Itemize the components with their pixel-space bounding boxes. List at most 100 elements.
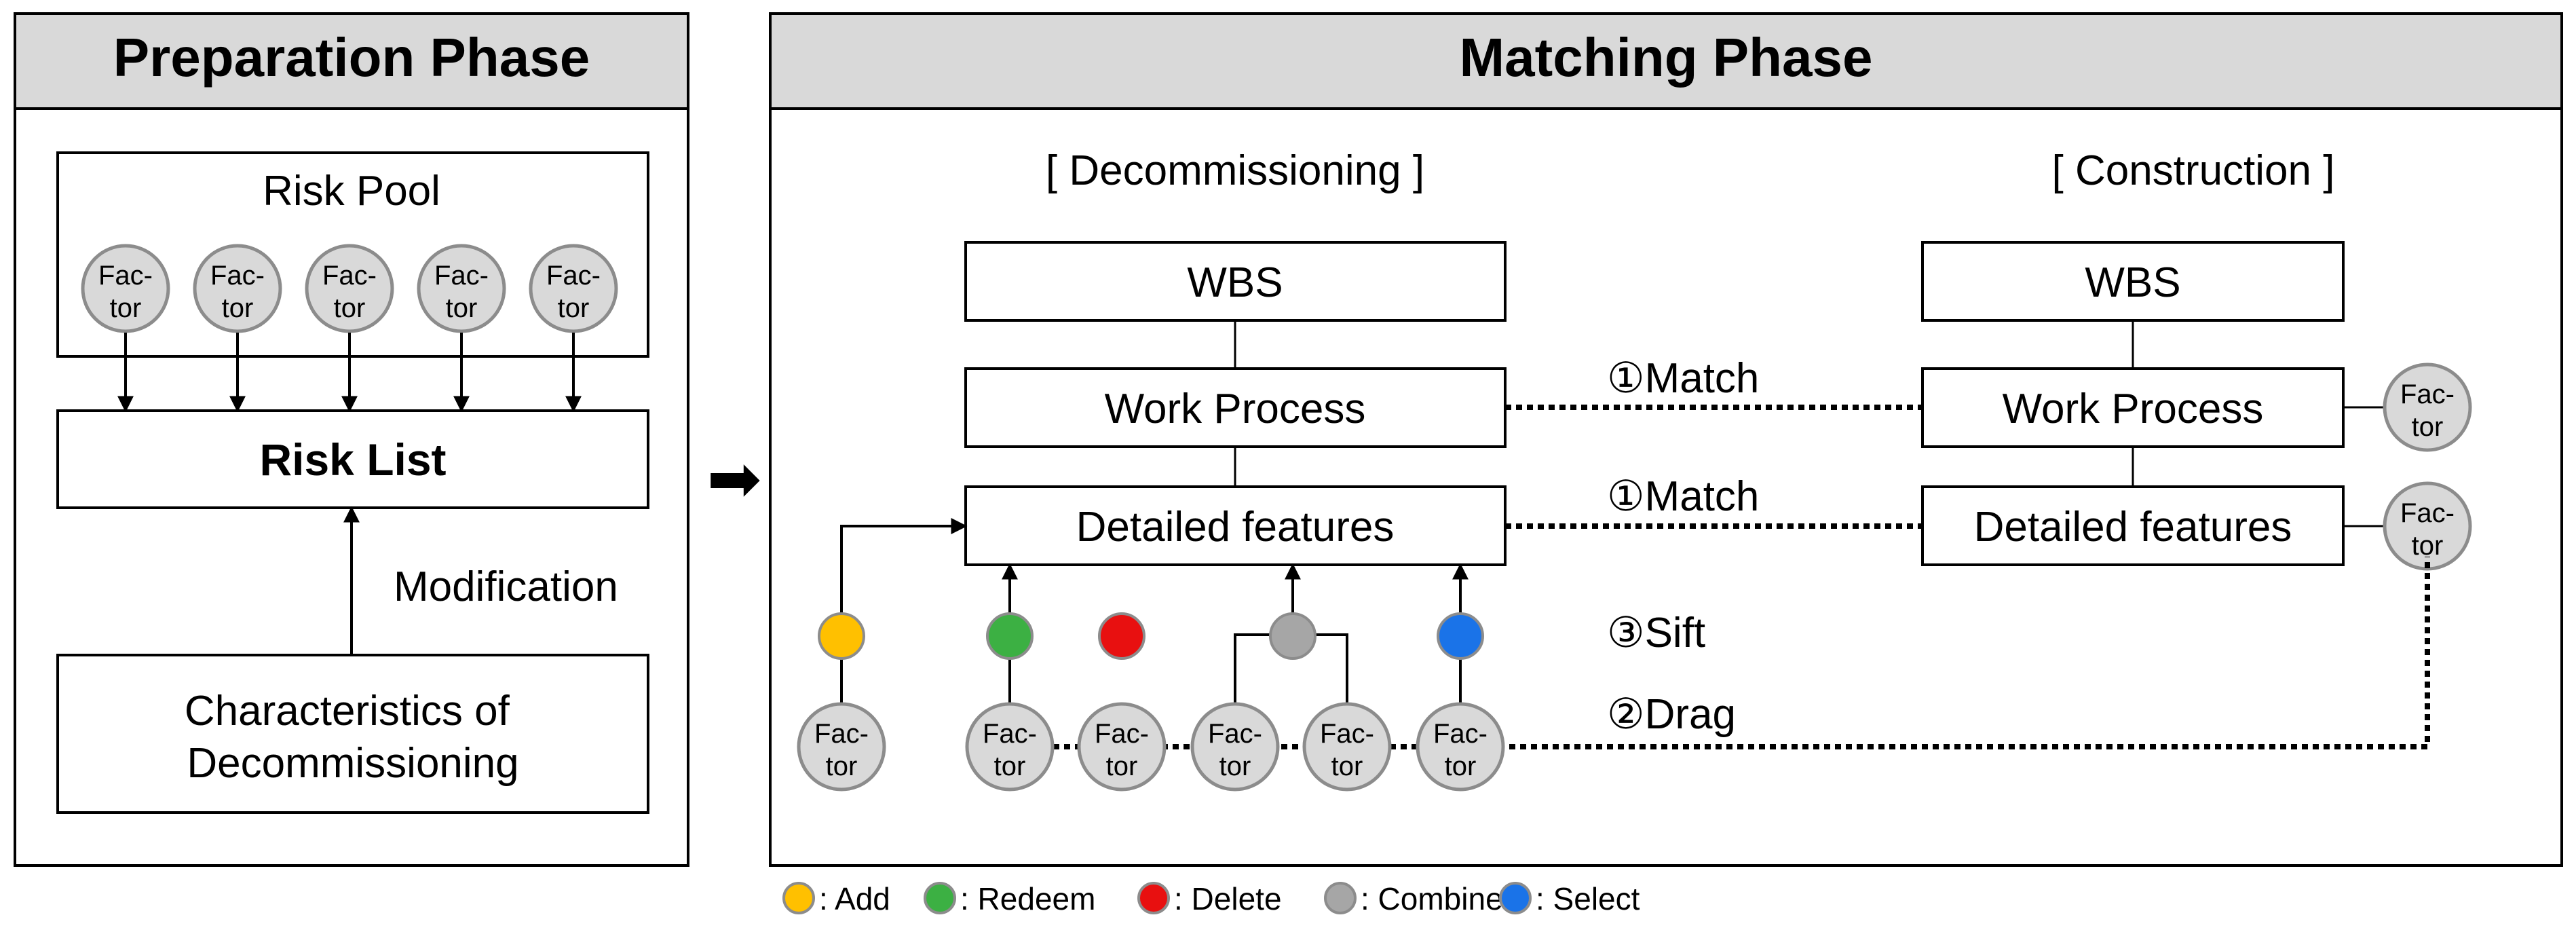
- factor-circle: [1190, 702, 1280, 792]
- factor-label-line: Fac-: [1208, 719, 1262, 749]
- factor-label-line: tor: [446, 293, 478, 323]
- factor-circle: [797, 702, 886, 792]
- risk-list-box: [56, 409, 649, 509]
- factor-label-line: Fac-: [983, 719, 1037, 749]
- factor-label-line: Fac-: [1433, 719, 1488, 749]
- decom-wbs-label: WBS: [1187, 259, 1283, 306]
- factor-node: Fac-tor: [305, 244, 394, 333]
- factor-label-line: tor: [1106, 751, 1138, 781]
- factor-circle: [2383, 362, 2472, 452]
- factor-label-line: Fac-: [210, 261, 265, 291]
- characteristics-line-2: Decommissioning: [187, 740, 518, 787]
- factor-circle: [1302, 702, 1392, 792]
- factor-node: Fac-tor: [1302, 702, 1392, 792]
- factor-circle: [417, 244, 506, 333]
- factor-label: Fac-tor: [1320, 719, 1374, 781]
- factor-label: Fac-tor: [983, 719, 1037, 781]
- drag-label: ②Drag: [1607, 691, 1736, 738]
- factor-label-line: tor: [2412, 412, 2444, 442]
- characteristics-label: Characteristics of Decommissioning: [185, 688, 521, 787]
- preparation-phase-title: Preparation Phase: [113, 27, 590, 88]
- decommissioning-heading: [ Decommissioning ]: [1046, 147, 1424, 194]
- legend-swatch: [1137, 882, 1170, 914]
- factor-node: Fac-tor: [2383, 362, 2472, 452]
- factor-circle: [1416, 702, 1505, 792]
- legend-swatch: [1324, 882, 1357, 914]
- factor-circle: [81, 244, 170, 333]
- factor-label: Fac-tor: [1433, 719, 1488, 781]
- cons-wbs-label: WBS: [2085, 259, 2180, 306]
- legend-label: : Add: [819, 881, 890, 916]
- factor-label-line: Fac-: [98, 261, 153, 291]
- redeem-dot: [986, 612, 1034, 660]
- factor-node: Fac-tor: [1077, 702, 1167, 792]
- factor-label-line: Fac-: [1095, 719, 1149, 749]
- legend-item: : Combine: [1324, 881, 1503, 916]
- factor-label-line: Fac-: [322, 261, 377, 291]
- factor-label: Fac-tor: [2400, 498, 2455, 561]
- matching-phase-panel: Matching Phase [ Decommissioning ] [ Con…: [769, 12, 2563, 867]
- factor-label-line: tor: [994, 751, 1026, 781]
- factor-label-line: tor: [826, 751, 858, 781]
- factor-node: Fac-tor: [2383, 481, 2472, 571]
- decom-work-process-label: Work Process: [1105, 386, 1366, 432]
- factor-node: Fac-tor: [1190, 702, 1280, 792]
- decom-detailed-features-label: Detailed features: [1076, 504, 1395, 551]
- factor-node: Fac-tor: [1416, 702, 1505, 792]
- factor-label-line: Fac-: [2400, 498, 2455, 528]
- factor-label: Fac-tor: [322, 261, 377, 323]
- factor-label: Fac-tor: [434, 261, 489, 323]
- factor-node: Fac-tor: [965, 702, 1055, 792]
- match-label-2: ①Match: [1607, 473, 1759, 520]
- factor-circle: [305, 244, 394, 333]
- factor-label-line: tor: [1331, 751, 1363, 781]
- factor-label-line: Fac-: [814, 719, 869, 749]
- factor-label-line: Fac-: [2400, 379, 2455, 409]
- factor-label-line: tor: [110, 293, 142, 323]
- factor-label: Fac-tor: [2400, 379, 2455, 442]
- preparation-phase-panel: Preparation Phase Risk Pool Fac-torFac-t…: [14, 12, 689, 867]
- cons-detailed-features-box: [1921, 485, 2345, 566]
- legend-swatch: [782, 882, 815, 914]
- risk-pool-label: Risk Pool: [263, 168, 440, 215]
- factor-label: Fac-tor: [98, 261, 153, 323]
- cons-wbs-box: [1921, 241, 2345, 322]
- factor-label-line: tor: [222, 293, 254, 323]
- factor-circle: [193, 244, 282, 333]
- matching-phase-title: Matching Phase: [1459, 27, 1872, 88]
- sift-label: ③Sift: [1607, 610, 1705, 656]
- factor-label: Fac-tor: [814, 719, 869, 781]
- decom-work-process-box: [964, 367, 1507, 448]
- factor-node: Fac-tor: [797, 702, 886, 792]
- cons-detailed-features-label: Detailed features: [1974, 504, 2292, 551]
- legend-item: : Redeem: [924, 881, 1095, 916]
- factor-node: Fac-tor: [529, 244, 618, 333]
- legend-swatch: [1499, 882, 1532, 914]
- match-label-1: ①Match: [1607, 355, 1759, 402]
- risk-list-label: Risk List: [259, 434, 446, 485]
- construction-heading: [ Construction ]: [2052, 147, 2335, 194]
- factor-node: Fac-tor: [193, 244, 282, 333]
- legend: : Add : Redeem : Delete : Combine : Select: [782, 881, 1640, 916]
- factor-node: Fac-tor: [417, 244, 506, 333]
- select-dot: [1437, 612, 1484, 660]
- legend-label: : Combine: [1361, 881, 1503, 916]
- decom-detailed-features-box: [964, 485, 1507, 566]
- factor-circle: [965, 702, 1055, 792]
- factor-label-line: Fac-: [434, 261, 489, 291]
- legend-label: : Delete: [1174, 881, 1282, 916]
- legend-item: : Delete: [1137, 881, 1282, 916]
- factor-label-line: tor: [1445, 751, 1477, 781]
- legend-label: : Select: [1536, 881, 1640, 916]
- preparation-phase-header: [14, 12, 689, 110]
- add-dot: [818, 612, 865, 660]
- legend-swatch: [924, 882, 956, 914]
- factor-label: Fac-tor: [1095, 719, 1149, 781]
- matching-phase-header: [769, 12, 2563, 110]
- characteristics-box: [56, 654, 649, 814]
- factor-circle: [2383, 481, 2472, 571]
- factor-label-line: tor: [334, 293, 366, 323]
- legend-label: : Redeem: [960, 881, 1095, 916]
